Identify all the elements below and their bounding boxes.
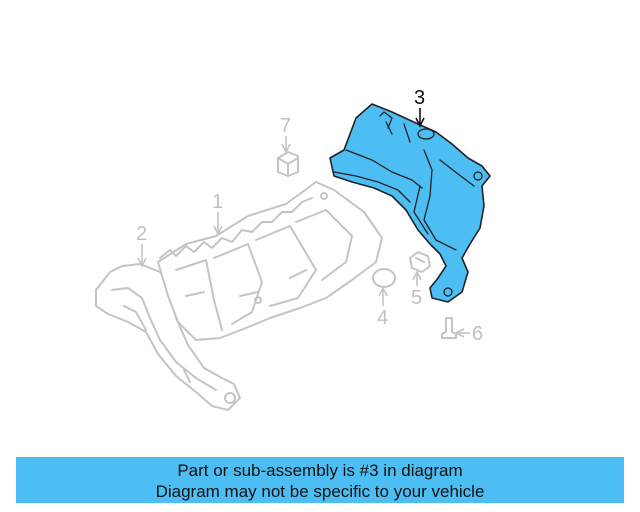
callout-6: 6 xyxy=(454,323,483,345)
part-1-shield xyxy=(157,181,383,341)
part-6-bolt xyxy=(441,317,457,339)
callout-3: 3 xyxy=(414,87,425,128)
callout-2: 2 xyxy=(136,223,147,268)
part-2-shield xyxy=(95,263,241,411)
part-3-shield-highlighted[interactable] xyxy=(329,103,491,303)
callout-5: 5 xyxy=(411,270,422,309)
parts-diagram: 1 2 3 4 5 6 7 xyxy=(95,87,491,411)
svg-text:1: 1 xyxy=(212,191,223,213)
part-4-grommet xyxy=(372,268,396,288)
banner-line-1: Part or sub-assembly is #3 in diagram xyxy=(177,461,463,480)
svg-text:2: 2 xyxy=(136,223,147,245)
svg-text:4: 4 xyxy=(377,307,388,329)
part-7-clip xyxy=(277,151,299,177)
callout-4: 4 xyxy=(377,286,388,329)
svg-text:3: 3 xyxy=(414,87,425,109)
svg-text:7: 7 xyxy=(280,115,291,137)
callout-1: 1 xyxy=(212,191,223,236)
banner-line-2: Diagram may not be specific to your vehi… xyxy=(155,482,485,501)
svg-text:5: 5 xyxy=(411,287,422,309)
part-5-nut xyxy=(409,251,431,273)
callout-7: 7 xyxy=(280,115,291,154)
info-banner: Part or sub-assembly is #3 in diagram Di… xyxy=(16,457,624,503)
svg-text:6: 6 xyxy=(472,323,483,345)
